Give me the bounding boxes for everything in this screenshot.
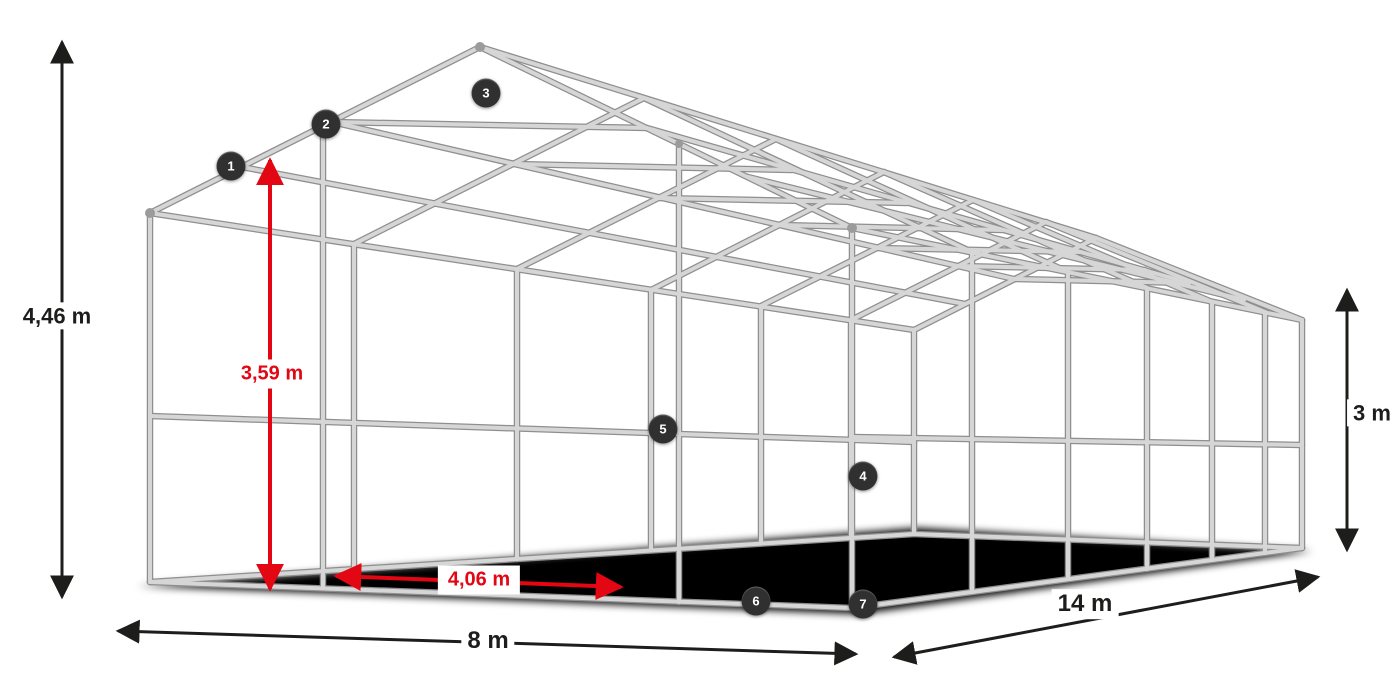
dimension-entrance-width: 4,06 m xyxy=(437,565,521,595)
marker-6: 6 xyxy=(741,586,771,616)
marker-5: 5 xyxy=(648,414,678,444)
dimension-total-height: 4,46 m xyxy=(16,302,98,330)
marker-4: 4 xyxy=(848,461,878,491)
marker-2: 2 xyxy=(311,109,341,139)
marker-3: 3 xyxy=(471,78,501,108)
dimension-inner-height: 3,59 m xyxy=(230,359,314,389)
marker-1: 1 xyxy=(216,151,246,181)
marker-7: 7 xyxy=(848,589,878,619)
dimension-front-width: 8 m xyxy=(461,626,515,656)
dimension-side-height: 3 m xyxy=(1347,399,1397,427)
dimension-side-length: 14 m xyxy=(1051,589,1119,619)
frame-joints xyxy=(145,42,857,233)
